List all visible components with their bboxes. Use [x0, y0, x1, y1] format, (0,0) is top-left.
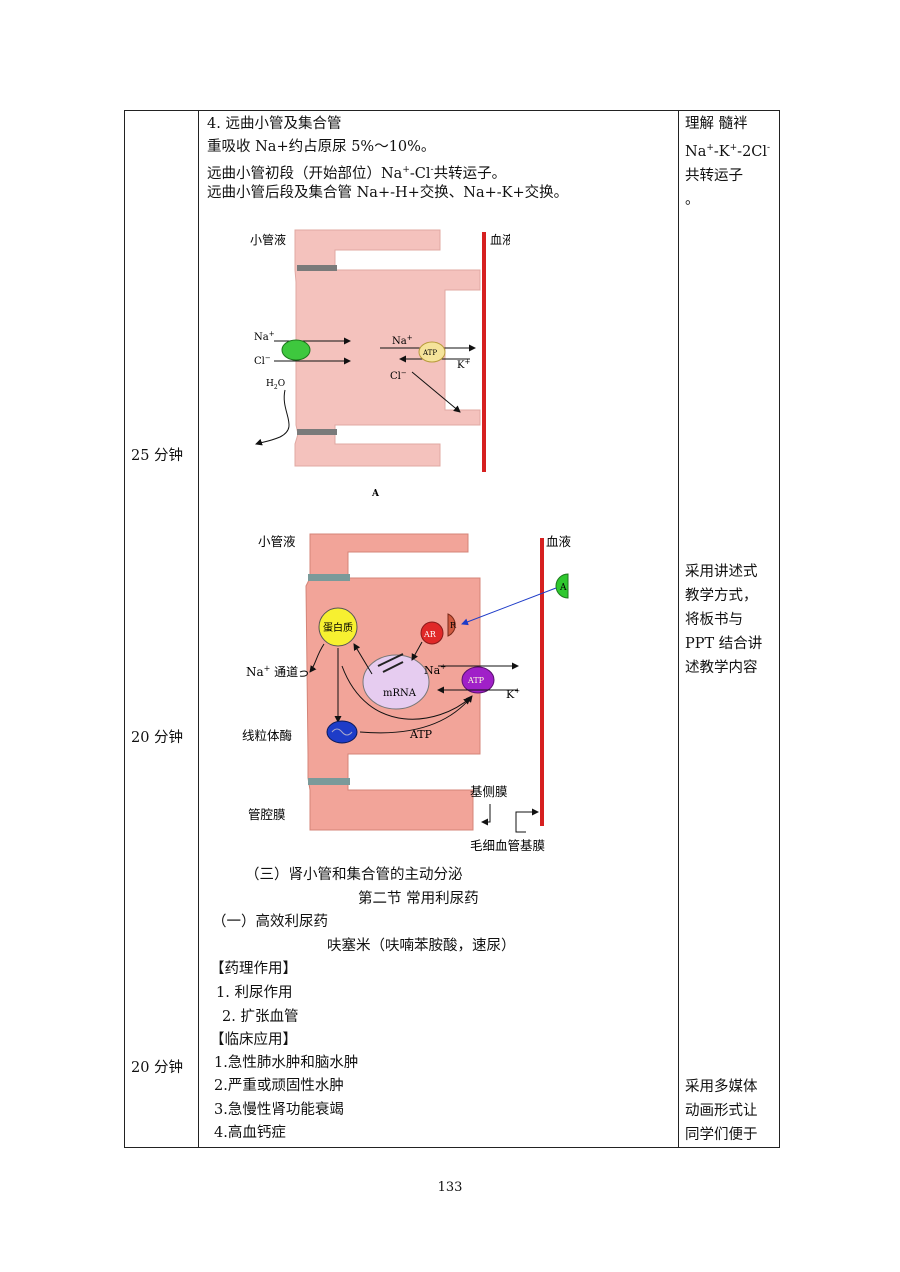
clinical-heading: 【临床应用】 — [210, 1032, 297, 1048]
na-channel-label: Na+ 通道 — [246, 664, 298, 679]
svg-text:A: A — [559, 583, 567, 593]
svg-text:R: R — [450, 621, 457, 630]
late-segment-text: 远曲小管后段及集合管 Na+-H+交换、Na+-K+交换。 — [207, 185, 569, 201]
aldosterone-icon — [555, 573, 569, 599]
clinical-item-3: 3.急慢性肾功能衰竭 — [214, 1102, 344, 1118]
cl-label-a: Cl− — [254, 354, 271, 367]
lumen-label-a: 小管液 — [250, 232, 286, 247]
blood-label-b: 血液 — [546, 534, 572, 549]
na-basolateral-label-a: Na+ — [392, 334, 413, 347]
basolateral-membrane-label: 基侧膜 — [470, 784, 508, 799]
svg-text:ATP: ATP — [422, 349, 437, 357]
time-label-1: 25 分钟 — [131, 448, 184, 464]
note-2-line-5: 述教学内容 — [685, 660, 758, 676]
na-k-atpase-icon-b — [461, 666, 495, 694]
note-2-line-1: 采用讲述式 — [685, 564, 758, 580]
tight-junction-top-b — [308, 574, 350, 581]
lumen-label-b: 小管液 — [258, 534, 296, 549]
table-divider-time — [198, 110, 199, 1148]
pharmacology-item-2: 2. 扩张血管 — [222, 1009, 299, 1025]
mitochondria-label: 线粒体酶 — [242, 728, 292, 743]
tight-junction-bottom-a — [297, 429, 337, 435]
na-basolateral-label-b: Na+ — [424, 663, 446, 677]
section-title-diuretics: 第二节 常用利尿药 — [358, 891, 479, 907]
reabsorb-text: 重吸收 Na+约占原尿 5%～10%。 — [207, 139, 436, 155]
heading-distal-tubule: 4. 远曲小管及集合管 — [207, 116, 342, 132]
note-block-3: 采用多媒体 动画形式让 同学们便于 — [685, 1075, 775, 1147]
h2o-label-a: H2O — [266, 379, 285, 391]
clinical-item-2: 2.严重或顽固性水肿 — [214, 1078, 344, 1094]
section-active-secretion: （三）肾小管和集合管的主动分泌 — [245, 867, 463, 883]
svg-text:AR: AR — [423, 630, 437, 639]
note-1-line-2: Na+-K+-2Cl- — [685, 143, 771, 160]
note-block-1: 理解 髓袢 Na+-K+-2Cl- 共转运子 。 — [685, 112, 775, 212]
protein-icon — [318, 607, 358, 647]
pharmacology-heading: 【药理作用】 — [210, 961, 297, 977]
note-2-line-2: 教学方式， — [685, 588, 758, 604]
svg-text:蛋白质: 蛋白质 — [323, 621, 353, 634]
drug-name: 呋塞米（呋喃苯胺酸，速尿） — [327, 938, 516, 954]
capillary-membrane-label: 毛细血管基膜 — [470, 838, 545, 853]
aldosterone-receptor-icon — [420, 621, 444, 645]
k-label-b: K+ — [506, 687, 520, 701]
na-cl-cotransporter-icon — [281, 339, 311, 361]
blood-label-a: 血液 — [490, 232, 510, 247]
svg-text:ATP: ATP — [467, 676, 485, 685]
figure-a-caption: A — [371, 489, 380, 499]
note-3-line-1: 采用多媒体 — [685, 1079, 758, 1095]
figure-a-distal-tubule: 小管液 血液 Na+ Cl− Na+ ATP K+ Cl− H2O A — [250, 229, 510, 499]
table-divider-notes — [678, 110, 679, 1148]
tight-junction-bottom-b — [308, 778, 350, 785]
clinical-item-4: 4.高血钙症 — [214, 1125, 286, 1141]
note-1-line-4: 。 — [685, 191, 700, 208]
lesson-table — [124, 110, 780, 1148]
atp-flow-label: ATP — [409, 728, 433, 741]
tight-junction-top-a — [297, 265, 337, 271]
subsection-high-efficacy: （一）高效利尿药 — [212, 914, 328, 930]
note-2-line-4: PPT 结合讲 — [685, 636, 763, 652]
note-3-line-2: 动画形式让 — [685, 1103, 758, 1119]
na-k-atpase-icon-a — [418, 341, 446, 363]
clinical-item-1: 1.急性肺水肿和脑水肿 — [214, 1055, 359, 1071]
page-number: 133 — [437, 1180, 463, 1195]
note-2-line-3: 将板书与 — [685, 612, 743, 628]
note-1-line-1: 理解 髓袢 — [685, 116, 748, 132]
early-segment-text: 远曲小管初段（开始部位）Na+-Cl-共转运子。 — [207, 165, 507, 182]
receptor-icon — [447, 613, 456, 637]
k-label-a: K+ — [457, 358, 470, 371]
note-block-2: 采用讲述式 教学方式， 将板书与 PPT 结合讲 述教学内容 — [685, 560, 775, 680]
na-label-a: Na+ — [254, 330, 275, 343]
cl-basolateral-label-a: Cl− — [390, 369, 407, 382]
luminal-membrane-label: 管腔膜 — [248, 807, 286, 822]
time-label-3: 20 分钟 — [131, 1060, 184, 1076]
svg-text:mRNA: mRNA — [383, 688, 417, 699]
note-1-line-3: 共转运子 — [685, 167, 743, 184]
mrna-icon — [362, 654, 430, 710]
note-3-line-3: 同学们便于 — [685, 1127, 758, 1143]
time-label-2: 20 分钟 — [131, 730, 184, 746]
pharmacology-item-1: 1. 利尿作用 — [216, 985, 293, 1001]
figure-b-principal-cell: 小管液 血液 蛋白质 AR R A mRNA Na+ ATP K+ Na+ 通道… — [242, 533, 572, 853]
